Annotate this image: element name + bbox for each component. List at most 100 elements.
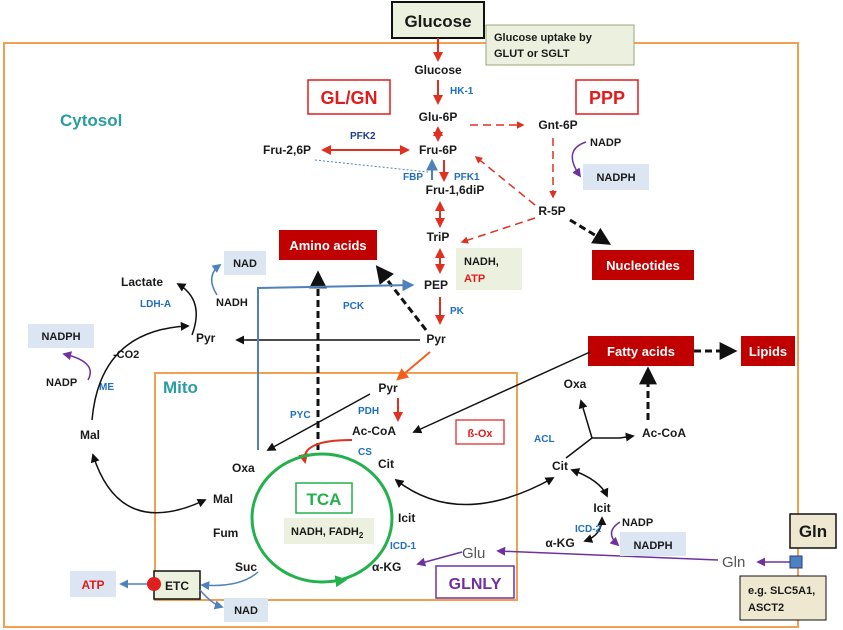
fatty-acids-label: Fatty acids (607, 344, 675, 359)
nucleotides-box (592, 250, 694, 280)
tca-box (295, 482, 353, 514)
glnly-label: GLNLY (449, 576, 502, 593)
enzyme-pdh: PDH (358, 406, 379, 417)
atp-box (70, 571, 116, 597)
metabolite-akg-cytosol: α-KG (545, 536, 574, 550)
arrow-r5p-trip (460, 217, 536, 244)
cytosol-label: Cytosol (60, 111, 122, 130)
nad-top-box (224, 251, 266, 275)
mito-label: Mito (163, 378, 198, 397)
enzyme-pfk1: PFK1 (454, 172, 480, 183)
enzyme-pk: PK (450, 306, 465, 317)
metabolite-glu6p: Glu-6P (419, 110, 458, 124)
transporter-line2: ASCT2 (748, 602, 784, 614)
arrow-etc-nad (199, 589, 224, 610)
nadh-atp-line2: ATP (464, 273, 485, 285)
uptake-note-line2: GLUT or SGLT (494, 48, 570, 60)
arrow-cit-icit-cytosol (570, 468, 609, 498)
metabolite-icit-cytosol: Icit (593, 501, 610, 515)
uptake-note-line1: Glucose uptake by (494, 32, 593, 44)
amino-acids-label: Amino acids (289, 238, 366, 253)
tca-label: TCA (307, 490, 342, 509)
metabolite-suc: Suc (235, 560, 257, 574)
metabolite-r5p: R-5P (538, 204, 565, 218)
transporter-box (739, 575, 827, 621)
cofactor-nadph-icd2: NADPH (633, 540, 672, 552)
arrow-fatty-acids-beta-ox (412, 351, 591, 434)
enzyme-pyc: PYC (290, 410, 311, 421)
arrow-r5p-fru6p (474, 156, 536, 206)
metabolite-mal-mito: Mal (213, 492, 233, 506)
arrow-pyr-lactate (176, 283, 197, 336)
metabolite-trip: TriP (427, 230, 450, 244)
arrow-pyr-into-mito (396, 351, 431, 381)
metabolite-accoa-cytosol: Ac-CoA (642, 426, 686, 440)
glucose-box-label: Glucose (404, 12, 471, 31)
gln-box-label: Gln (799, 522, 827, 541)
etc-label: ETC (165, 579, 189, 593)
arrow-acl-accoa (619, 432, 635, 442)
nadh-atp-box (456, 248, 522, 290)
metabolite-glu-mito: Glu (462, 545, 485, 562)
metabolite-glucose: Glucose (414, 63, 462, 77)
beta-ox-label: ß-Ox (467, 428, 493, 440)
enzyme-hk1: HK-1 (450, 86, 474, 97)
metabolite-akg-mito: α-KG (372, 560, 401, 574)
metabolite-fum: Fum (213, 526, 238, 540)
nadph-icd2-box (620, 532, 686, 556)
cofactor-nad-bottom: NAD (234, 605, 258, 617)
enzyme-acl: ACL (534, 434, 555, 445)
metabolite-pyr-left: Pyr (196, 331, 216, 345)
arrow-icit-akg-cytosol (583, 516, 607, 543)
enzyme-pfk2: PFK2 (350, 131, 376, 142)
nadh-fadh2-text: NADH, FADH (291, 526, 359, 538)
arrow-nadh-nad (211, 263, 222, 296)
glucose-box (391, 1, 485, 39)
arrow-tca-etc (200, 571, 259, 591)
enzyme-ldha: LDH-A (140, 299, 171, 310)
enzyme-me: ME (99, 382, 114, 393)
arrow-glu-akg (416, 551, 463, 567)
transporter-line1: e.g. SLC5A1, (748, 585, 815, 597)
cofactor-nadp-icd2: NADP (622, 517, 653, 529)
cofactor-nadph-me: NADPH (41, 331, 80, 343)
metabolite-icit-mito: Icit (398, 511, 415, 525)
enzyme-cs: CS (358, 447, 372, 458)
fatty-acids-box (588, 336, 694, 366)
metabolite-lactate: Lactate (121, 275, 163, 289)
arrow-mal-pyr (91, 321, 190, 421)
glnly-box (435, 565, 515, 599)
cofactor-nadp-ppp: NADP (590, 137, 621, 149)
lipids-label: Lipids (749, 344, 787, 359)
cofactor-atp: ATP (81, 578, 104, 592)
arrow-gln-glu (496, 546, 719, 561)
ppp-box (575, 79, 639, 115)
glgn-label: GL/GN (321, 88, 378, 108)
arrow-nadp-nadph-ppp (571, 141, 587, 178)
nad-bottom-box (224, 598, 268, 622)
metabolite-cit-mito: Cit (378, 457, 394, 471)
cofactor-nadph-ppp: NADPH (596, 172, 635, 184)
beta-ox-box (455, 419, 505, 445)
cofactor-nad-top: NAD (233, 258, 257, 270)
nadh-fadh2-box (284, 518, 374, 544)
cytosol-border (3, 42, 799, 628)
enzyme-pck: PCK (343, 301, 365, 312)
arrow-fru26p-fbp (314, 159, 429, 173)
arrow-mal-exchange (90, 453, 207, 514)
enzyme-fbp: FBP (403, 172, 423, 183)
arrow-nadp-nadph-icd2 (609, 521, 621, 547)
etc-box (153, 570, 201, 600)
arrow-nadp-nadph-me (62, 351, 91, 381)
cofactor-nadp-me: NADP (46, 377, 77, 389)
arrow-acl-oxa (578, 399, 593, 439)
metabolite-gln-cytosol: Gln (722, 554, 745, 571)
atp-synthase-marker (147, 577, 161, 591)
cofactor-nadh-ldh: NADH (216, 297, 248, 309)
metabolite-pyr-cytosol: Pyr (426, 332, 446, 346)
nadh-fadh2-subscript: 2 (359, 531, 364, 540)
nadh-atp-line1: NADH, (464, 256, 499, 268)
arrow-accoa-cit (298, 439, 353, 464)
nadph-me-box (28, 324, 94, 348)
metabolite-gnt6p: Gnt-6P (538, 118, 577, 132)
